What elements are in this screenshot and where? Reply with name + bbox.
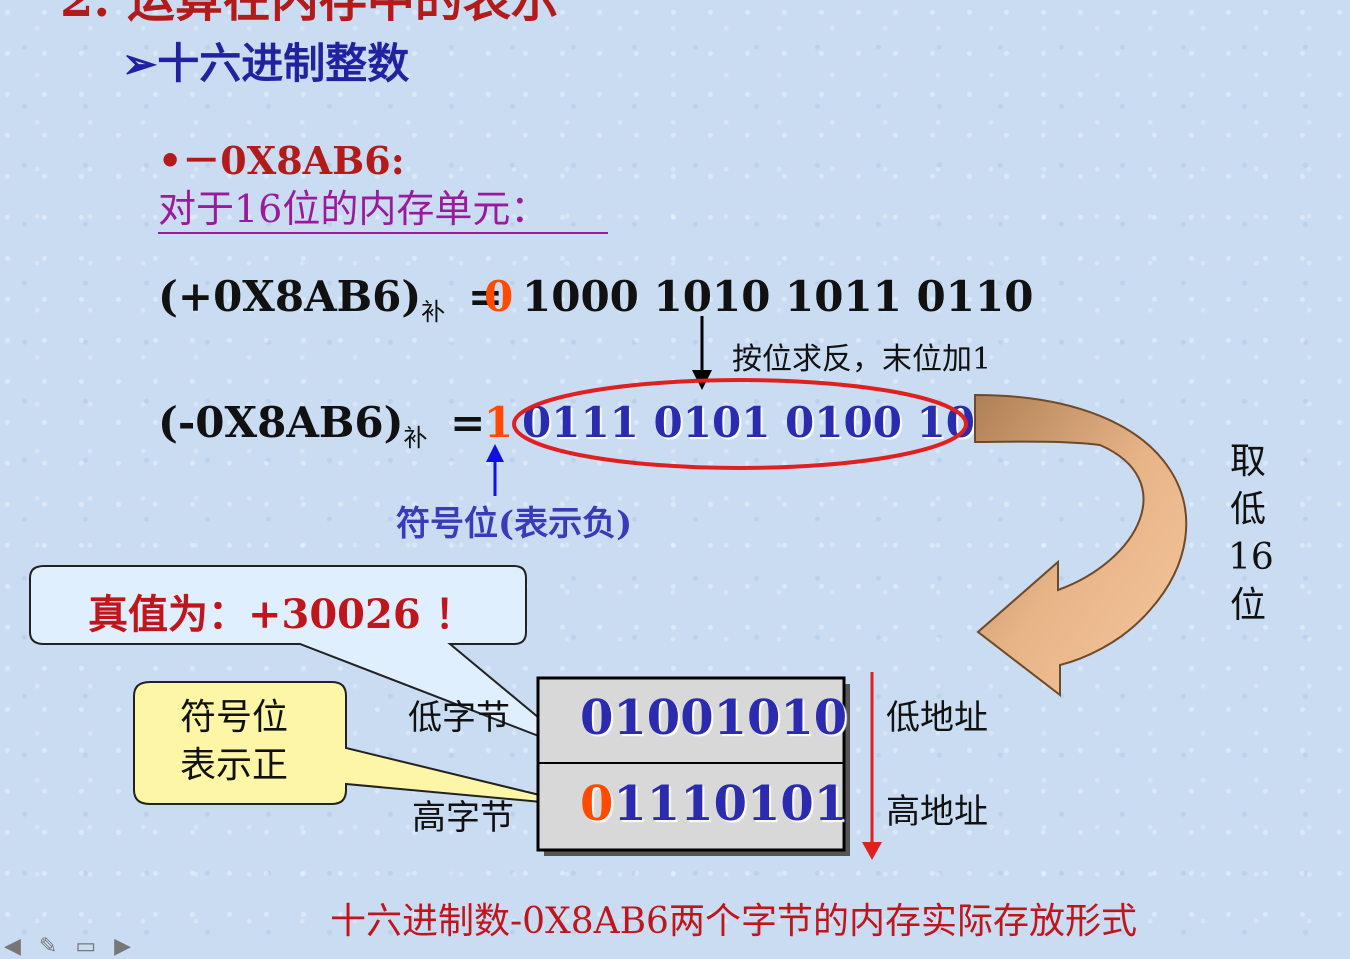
low-16-bits-highlight: [512, 378, 968, 470]
nav-menu-icon[interactable]: ▭: [75, 934, 115, 959]
sign-bit-note: 符号位(表示负): [396, 504, 633, 544]
pos-expr-sub: 补: [421, 298, 446, 326]
invert-note: 按位求反，末位加1: [732, 342, 992, 377]
sign-positive-text: 符号位 表示正: [180, 694, 288, 790]
high-byte-sign-bit: 0: [580, 776, 614, 832]
low-byte-label: 低字节: [408, 698, 510, 738]
neg-expr: (-0X8AB6): [158, 398, 404, 447]
item-label: •－0X8AB6:: [158, 138, 405, 183]
take-low-curved-arrow: [974, 393, 1188, 698]
section-heading-text: 十六进制整数: [157, 39, 410, 88]
take-low-2: 低: [1229, 489, 1266, 530]
high-address-label: 高地址: [886, 792, 988, 832]
pos-bits: 1000 1010 1011 0110: [522, 272, 1034, 321]
low-address-label: 低地址: [886, 698, 988, 738]
high-byte-label: 高字节: [412, 798, 514, 838]
sign-positive-callout: [133, 681, 586, 807]
neg-equals: =: [450, 398, 486, 447]
arrow-bullet-icon: ➢: [122, 39, 158, 88]
take-low-3: 16: [1228, 537, 1274, 578]
low-byte-value: 01001010: [580, 690, 848, 746]
nav-pen-icon[interactable]: ✎: [38, 934, 76, 959]
figure-caption: 十六进制数-0X8AB6两个字节的内存实际存放形式: [330, 901, 1137, 942]
neg-sign-bit: 1: [484, 398, 514, 447]
take-low-16-bits: 取 低 16 位: [1228, 438, 1274, 630]
negative-complement-expression: (-0X8AB6)补 =: [158, 398, 485, 453]
high-byte-rest: 1110101: [613, 776, 848, 832]
pos-sign-bit: 0: [484, 272, 514, 321]
sign-positive-line2: 表示正: [180, 745, 289, 786]
pos-equals: =: [467, 272, 504, 321]
sign-bit-arrow-head: [486, 444, 504, 462]
take-low-4: 位: [1229, 585, 1266, 626]
slide-heading: 2. 运算在内存中的表示: [60, 0, 559, 28]
subtitle: 对于16位的内存单元：: [158, 186, 609, 234]
nav-prev-icon[interactable]: ◀: [4, 934, 39, 959]
neg-expr-sub: 补: [403, 424, 428, 452]
pos-expr: (+0X8AB6): [158, 272, 422, 321]
true-value-callout: [29, 565, 581, 753]
positive-complement-expression: (+0X8AB6)补 =: [158, 272, 503, 327]
true-value-text: 真值为：+30026 ！: [88, 591, 475, 638]
high-byte-value: 01110101: [580, 776, 847, 832]
nav-next-icon[interactable]: ▶: [114, 934, 150, 959]
section-heading: ➢十六进制整数: [122, 30, 409, 91]
address-arrow-head: [862, 842, 882, 860]
slide-nav-controls[interactable]: ◀✎▭▶: [4, 934, 149, 959]
take-low-1: 取: [1229, 441, 1266, 482]
sign-positive-line1: 符号位: [180, 697, 289, 738]
